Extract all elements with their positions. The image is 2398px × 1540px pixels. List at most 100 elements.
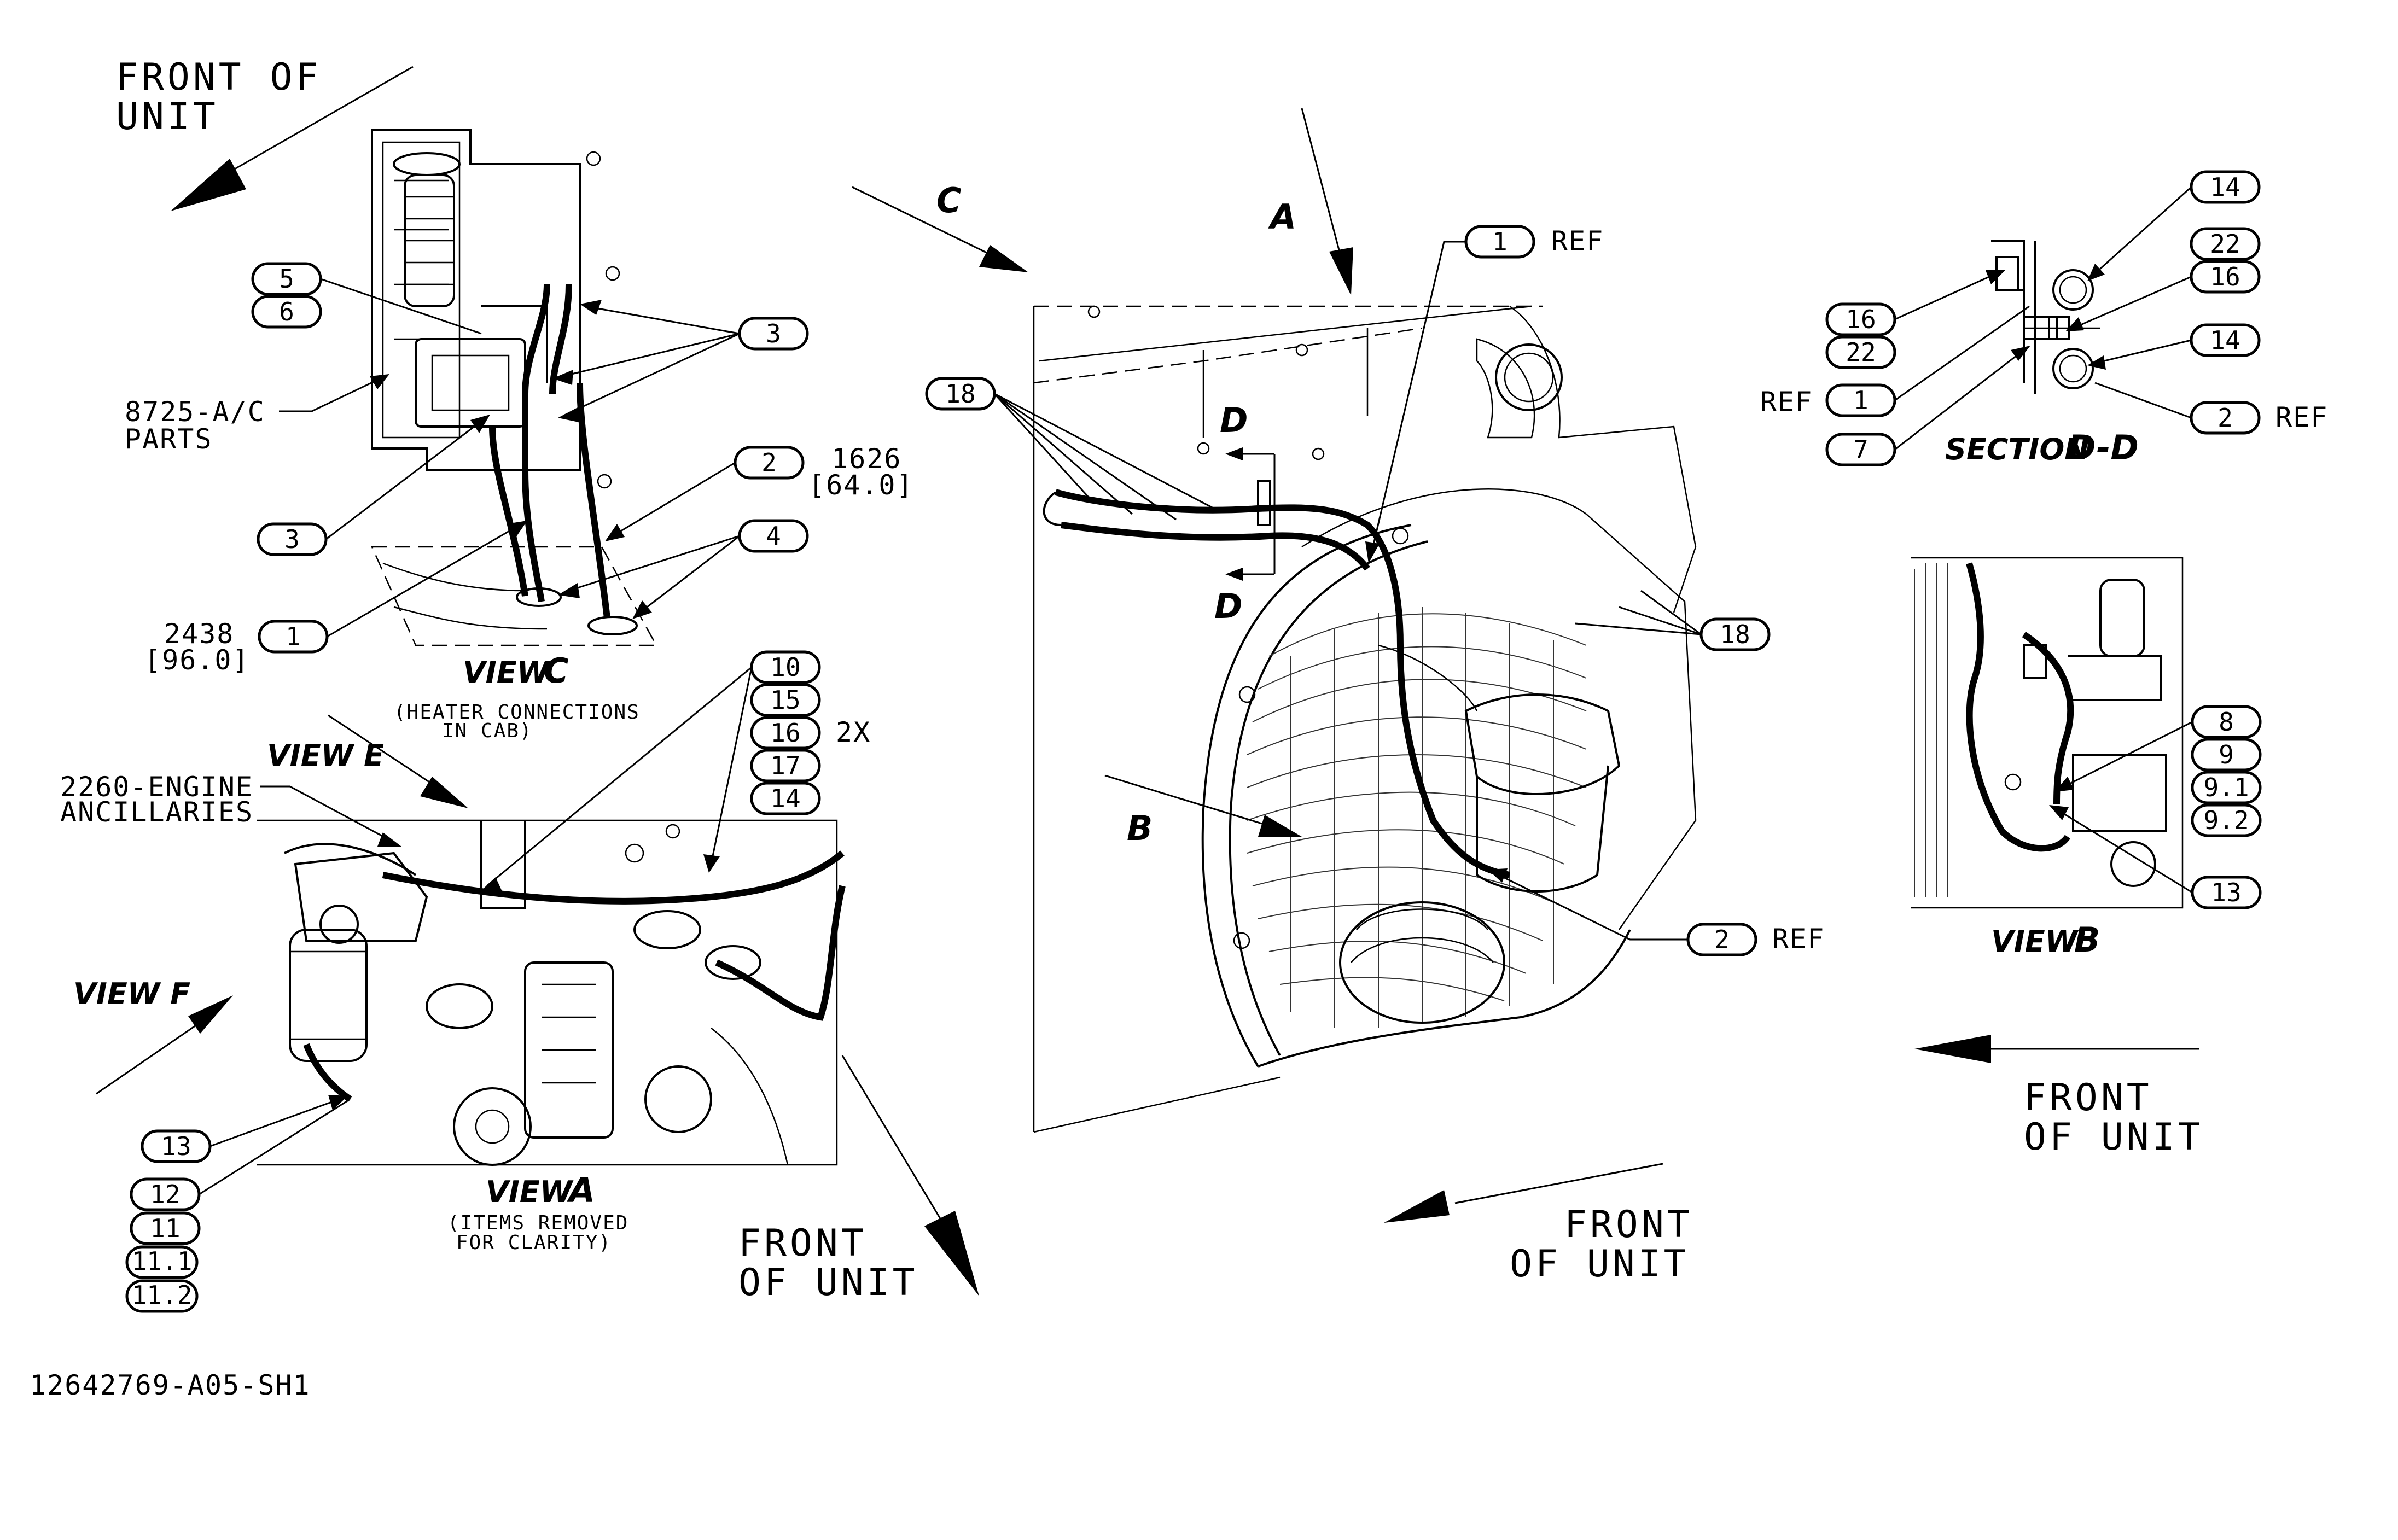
svg-text:17: 17 (770, 751, 800, 780)
balloon-item-5: 5 (251, 262, 322, 296)
svg-text:14: 14 (770, 784, 800, 813)
balloon-item-9-2: 9.2 (2191, 803, 2262, 837)
view-a-annotations: VIEW E 2260-ENGINE ANCILLARIES 10 15 16 … (60, 650, 979, 1313)
svg-text:13: 13 (2211, 878, 2241, 907)
svg-text:11: 11 (150, 1214, 180, 1243)
svg-text:22: 22 (2210, 229, 2240, 259)
svg-text:15: 15 (770, 685, 800, 715)
svg-text:22: 22 (1846, 337, 1876, 367)
svg-text:12: 12 (150, 1180, 180, 1209)
svg-text:14: 14 (2210, 172, 2240, 202)
drawing-number: 12642769-A05-SH1 (30, 1369, 311, 1401)
balloon-item-11: 11 (130, 1211, 201, 1245)
view-c-caption-line2: IN CAB) (442, 720, 533, 742)
view-b-drawing (1911, 557, 2184, 909)
balloon-item-11-1: 11.1 (125, 1245, 199, 1279)
balloon-item-2: 2 (734, 446, 805, 480)
view-arrow-letter-b: B (1127, 808, 1153, 848)
front-of-unit-line2: UNIT (116, 95, 219, 138)
balloon-item-14-top: 14 (2190, 170, 2261, 204)
balloon-item-6: 6 (251, 295, 322, 329)
balloon-item-9: 9 (2191, 738, 2262, 772)
main-view-annotations: C A D D B 18 (852, 108, 1824, 1286)
svg-text:14: 14 (2210, 325, 2240, 355)
view-arrow-letter-d-bottom: D (1214, 586, 1242, 626)
ref-2260-line2: ANCILLARIES (60, 796, 253, 828)
balloon-item-2-dd: 2 (2190, 401, 2261, 435)
balloon-item-16-top: 16 (2190, 260, 2261, 294)
front-of-unit-b-line1: FRONT (2024, 1076, 2152, 1119)
balloon-item-22-left: 22 (1825, 335, 1896, 369)
section-dd-title: SECTION (1945, 432, 2089, 466)
svg-text:16: 16 (2210, 262, 2240, 291)
svg-text:9.1: 9.1 (2203, 773, 2249, 802)
svg-text:8: 8 (2219, 707, 2234, 737)
svg-text:11.2: 11.2 (132, 1280, 193, 1310)
section-dd-letter: D-D (2068, 428, 2139, 468)
svg-text:2: 2 (2217, 403, 2233, 433)
dim-2438: 2438 (164, 618, 234, 650)
svg-text:11.1: 11.1 (132, 1246, 193, 1276)
view-arrow-icon (328, 714, 468, 808)
balloon-item-1-dd: 1 (1825, 383, 1896, 417)
dim-64: [64.0] (808, 469, 914, 501)
view-a-caption-line1: (ITEMS REMOVED (447, 1212, 628, 1234)
view-a-letter: A (566, 1170, 595, 1210)
front-of-unit-m-line1: FRONT (1564, 1203, 1693, 1246)
balloon-item-15: 15 (750, 683, 821, 717)
view-arrow-letter-c: C (936, 180, 962, 220)
ref-8725-line1: 8725-A/C (125, 396, 265, 428)
view-b-title: VIEW (1991, 924, 2079, 959)
view-arrow-letter-a: A (1267, 197, 1296, 237)
dim-1626: 1626 (831, 443, 901, 475)
view-a-drawing (257, 819, 846, 1166)
svg-text:2: 2 (1714, 925, 1730, 954)
view-f-label: VIEW F (73, 977, 190, 1011)
balloon-item-13-view-b: 13 (2191, 876, 2262, 909)
view-c-annotations: 5 6 3 8725-A/C PARTS 3 2438 [96.0] (125, 262, 914, 742)
view-arrow-letter-d-top: D (1220, 400, 1248, 440)
balloon-item-14: 14 (750, 781, 821, 815)
front-of-unit-b-line2: OF UNIT (2024, 1116, 2204, 1159)
front-of-unit-a-line1: FRONT (738, 1222, 867, 1265)
front-of-unit-line1: FRONT OF (116, 56, 322, 99)
balloon-item-1-ref: 1 (1464, 225, 1535, 259)
front-of-unit-a-line2: OF UNIT (738, 1261, 918, 1304)
balloon-item-14-right: 14 (2190, 323, 2261, 357)
ref-label-dd-2: REF (2275, 401, 2328, 433)
balloon-item-7: 7 (1825, 433, 1896, 466)
front-of-unit-arrow-icon (1384, 1163, 1663, 1223)
balloon-item-12: 12 (130, 1177, 201, 1211)
balloon-item-4: 4 (738, 519, 809, 553)
balloon-item-18-left: 18 (925, 377, 996, 411)
view-c-caption-line1: (HEATER CONNECTIONS (394, 701, 640, 724)
svg-text:6: 6 (279, 297, 294, 326)
ref-2260-line1: 2260-ENGINE (60, 771, 253, 803)
svg-text:1: 1 (1492, 227, 1508, 256)
svg-text:1: 1 (286, 622, 301, 651)
main-view-drawing (1033, 305, 1697, 1133)
view-b-annotations: 8 9 9.1 9.2 13 VIEW B FRONT OF UNIT (1914, 705, 2262, 1159)
svg-text:7: 7 (1853, 435, 1869, 464)
svg-text:3: 3 (766, 319, 781, 348)
balloon-item-2-ref: 2 (1686, 923, 1757, 956)
front-of-unit-arrow-icon (171, 66, 414, 211)
view-arrow-icon (96, 995, 233, 1095)
balloon-item-13-view-a: 13 (141, 1129, 212, 1163)
svg-text:3: 3 (284, 524, 300, 554)
svg-text:18: 18 (1720, 620, 1750, 649)
balloon-item-22-top: 22 (2190, 227, 2261, 261)
svg-text:9.2: 9.2 (2203, 806, 2249, 835)
balloon-item-9-1: 9.1 (2191, 771, 2262, 804)
front-of-unit-m-line2: OF UNIT (1510, 1242, 1690, 1286)
balloon-item-18-right: 18 (1699, 617, 1771, 651)
view-e-label: VIEW E (267, 738, 384, 773)
ref-8725-line2: PARTS (125, 423, 213, 455)
view-arrow-icon (1301, 108, 1353, 295)
view-b-letter: B (2074, 920, 2100, 960)
balloon-item-16-left: 16 (1825, 302, 1896, 336)
svg-text:4: 4 (766, 521, 781, 551)
dim-96: [96.0] (144, 644, 250, 676)
svg-text:16: 16 (1846, 305, 1876, 334)
